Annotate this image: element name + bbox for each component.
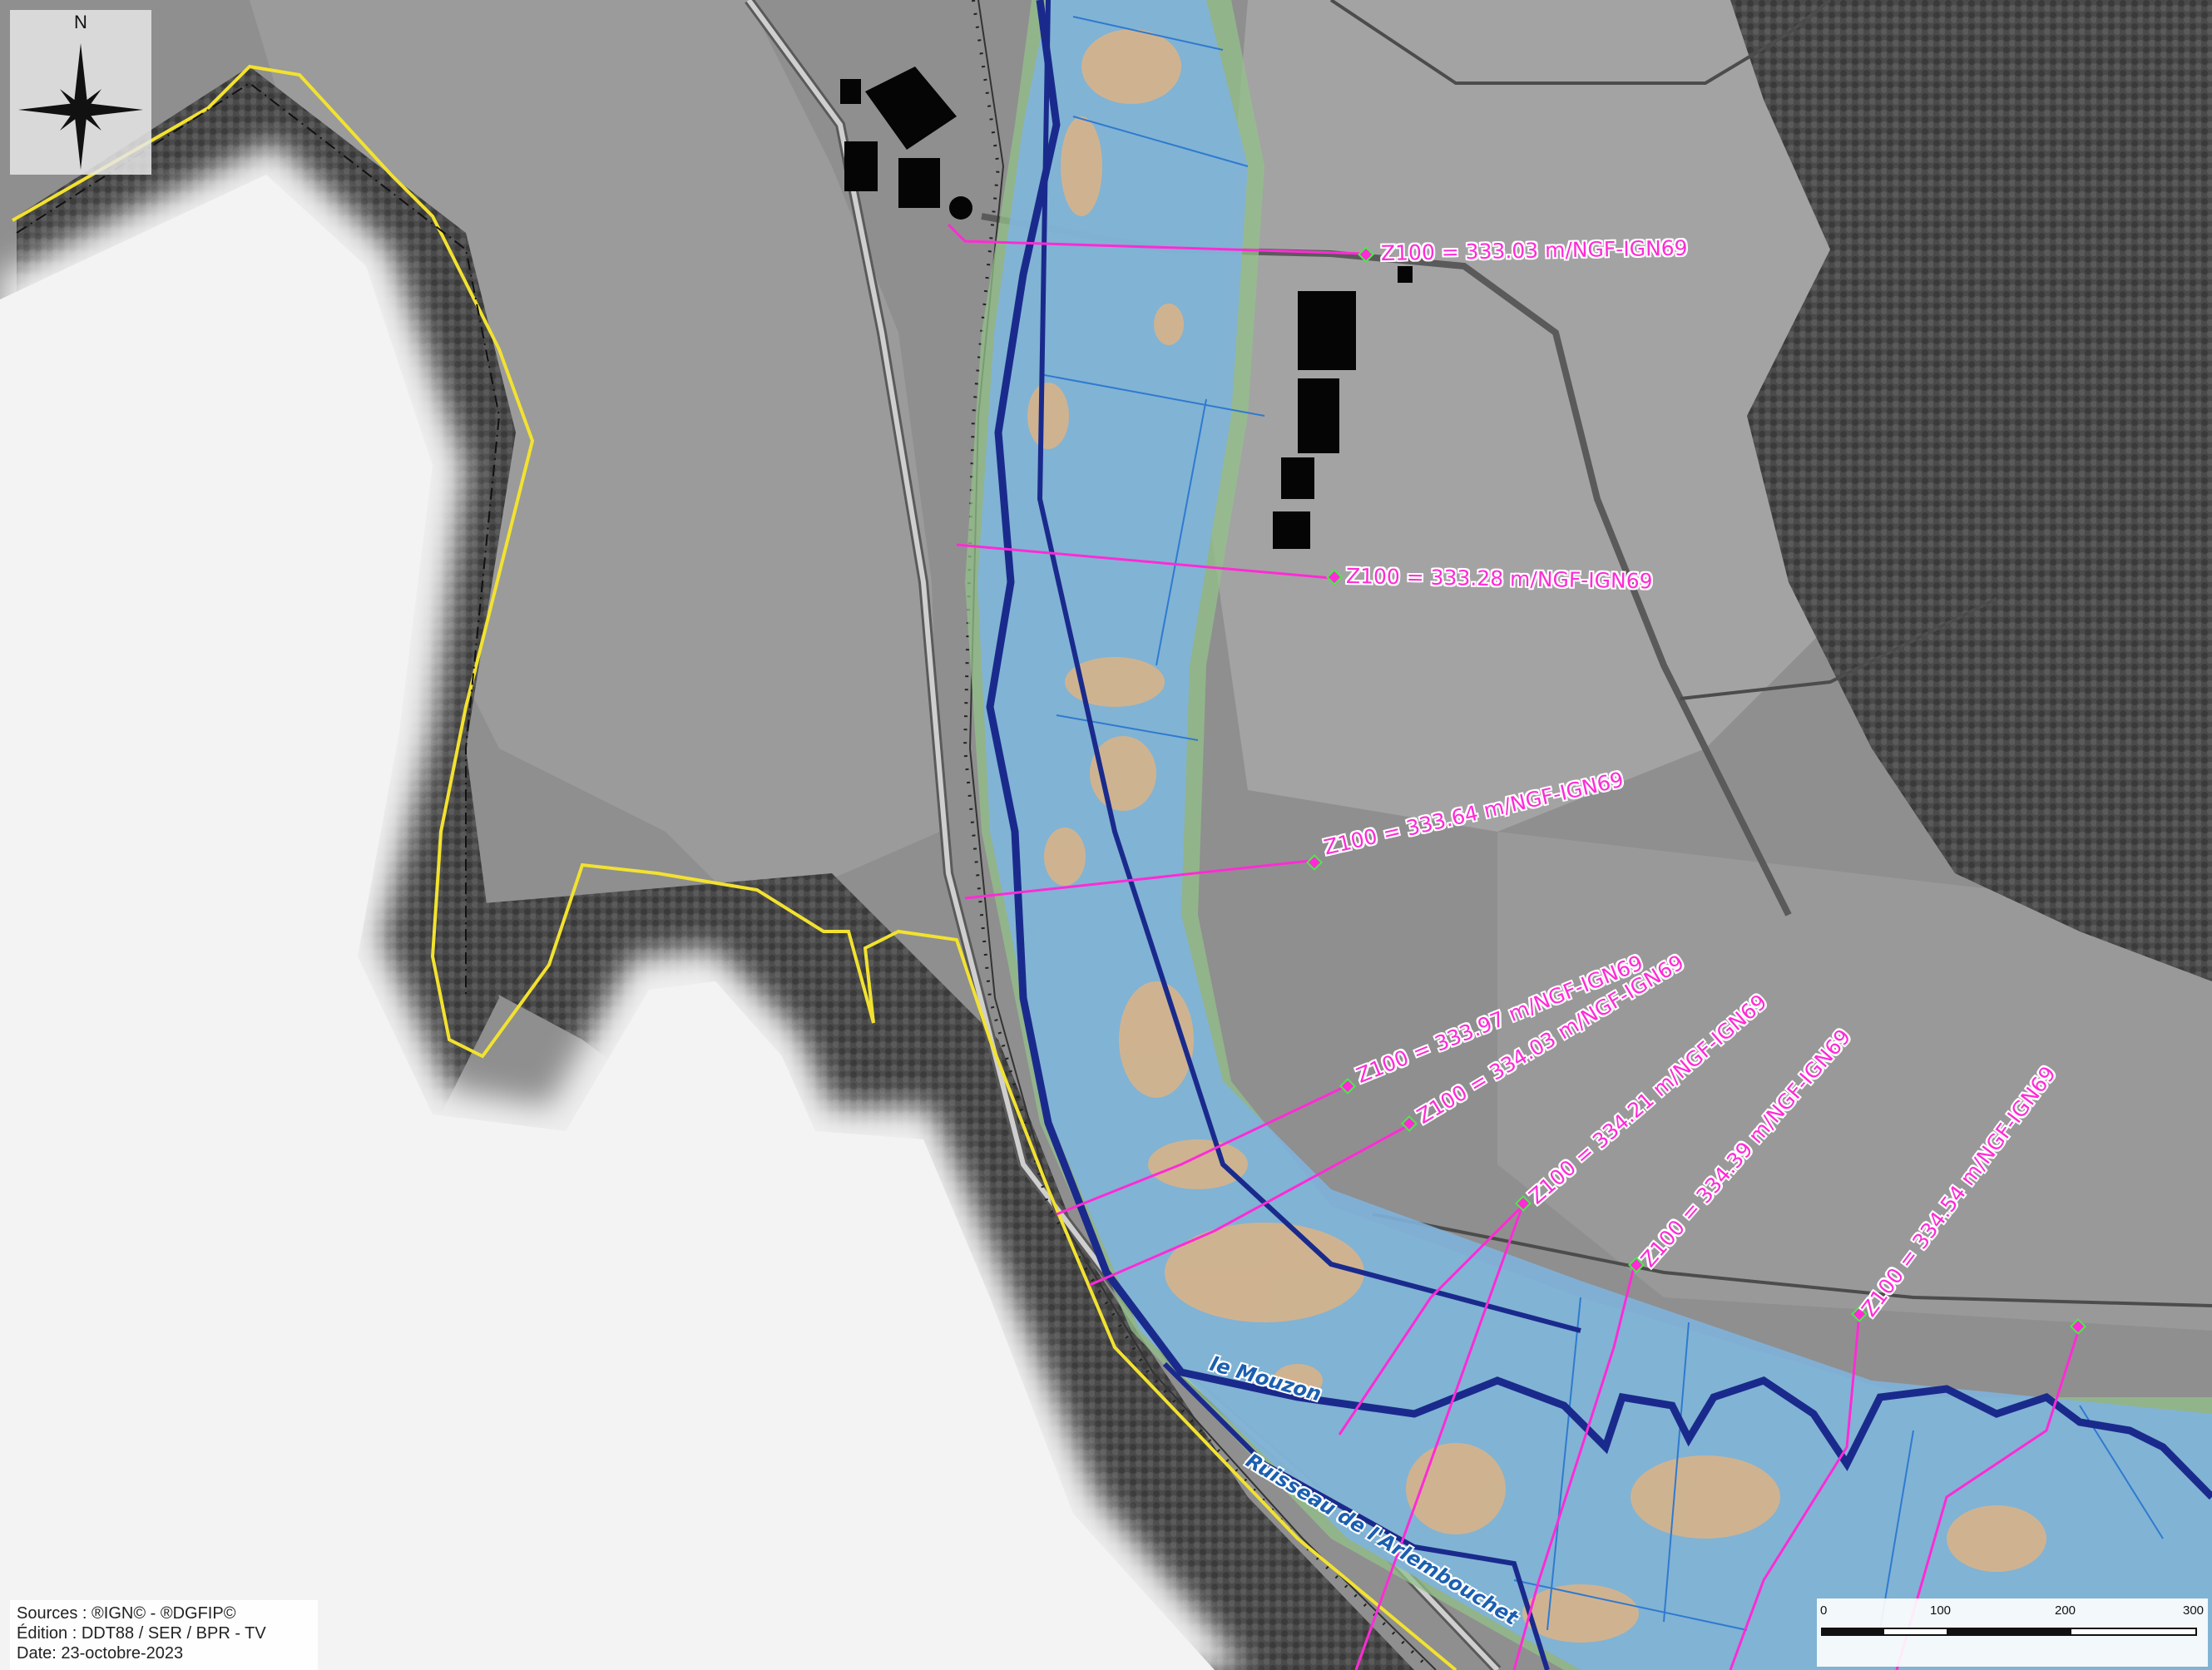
credits-date: Date: 23-octobre-2023	[17, 1644, 184, 1663]
field-east	[1206, 0, 1913, 832]
scale-tick-200: 200	[2055, 1603, 2076, 1618]
scale-tick-100: 100	[1930, 1603, 1952, 1618]
river-arlembouchet-lower	[1162, 1361, 1550, 1670]
boundary-line	[12, 64, 1457, 1670]
north-arrow: N	[10, 10, 151, 175]
forest-north-east	[1730, 0, 2212, 981]
outside-area-core	[0, 175, 1215, 1670]
scale-bar: 0 100 200 300	[1817, 1598, 2208, 1667]
compass-rose-icon	[18, 43, 143, 170]
credits-sources: Sources : ®IGN© - ®DGFIP©	[17, 1604, 236, 1623]
z100-points	[1306, 246, 2086, 1335]
scale-bar-graphic	[1821, 1628, 2197, 1636]
z100-level-lines	[947, 223, 2081, 1670]
river-mouzon	[986, 0, 2212, 1500]
boundary-dashed	[16, 82, 501, 998]
scale-tick-0: 0	[1820, 1603, 1828, 1618]
z100-label-2: Z100 = 333.28 m/NGF-IGN69	[1345, 564, 1653, 594]
field-south-east	[1497, 832, 2212, 1331]
credits-edition: Édition : DDT88 / SER / BPR - TV	[17, 1624, 266, 1643]
river-arlembouchet	[1037, 0, 1581, 1333]
buildings	[840, 67, 1413, 549]
credits-box: Sources : ®IGN© - ®DGFIP© Édition : DDT8…	[10, 1600, 318, 1670]
high-ground-patches	[1027, 29, 2046, 1643]
north-label: N	[74, 12, 87, 32]
scale-tick-300: 300	[2183, 1603, 2205, 1618]
